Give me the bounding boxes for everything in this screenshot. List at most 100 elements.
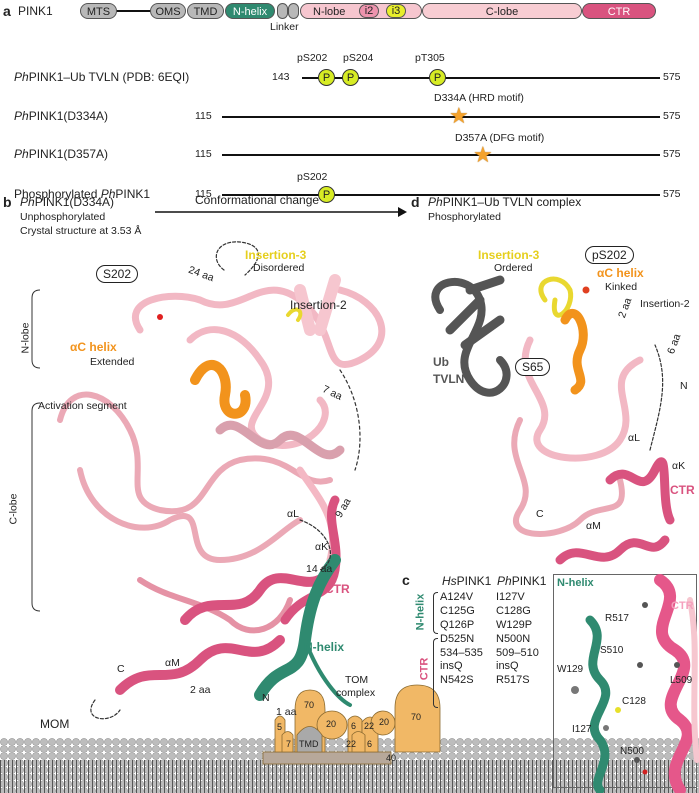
site-label: pS204	[343, 52, 374, 64]
n-lobe-label: N-lobe	[313, 6, 346, 18]
label-c-lobe: C-lobe	[7, 493, 20, 525]
kinase-structure-b	[57, 241, 386, 720]
label-n-terminus: N	[680, 380, 688, 392]
label-disordered: Disordered	[253, 262, 305, 274]
residue-label: S510	[600, 645, 624, 656]
label-n-lobe: N-lobe	[19, 322, 32, 354]
label-kinked: Kinked	[605, 281, 638, 293]
domain-tmd: TMD	[187, 3, 224, 19]
subtitle: Crystal structure at 3.53 Å	[20, 225, 142, 237]
row-label: PhPINK1–Ub TVLN (PDB: 6EQI)	[14, 70, 190, 84]
label-insertion-2: Insertion-2	[640, 298, 690, 310]
row-start: 115	[195, 110, 212, 122]
star-icon: ★	[473, 142, 493, 167]
residue-label: W129	[557, 664, 584, 675]
panel-title: PhPINK1(D334A)	[20, 195, 115, 209]
table-cell: 534–535 insQ	[440, 647, 483, 672]
row-end: 575	[663, 148, 681, 160]
bracket	[433, 592, 438, 634]
tom-subunit: 20	[326, 719, 337, 729]
linker-label: Linker	[270, 21, 299, 33]
label-ac-helix: αC helix	[597, 266, 644, 280]
label-tmd: TMD	[299, 739, 319, 749]
label-ctr: CTR	[325, 582, 350, 596]
subtitle: Unphosphorylated	[20, 211, 106, 223]
label-am: αM	[586, 520, 601, 532]
kinase-structure-d	[431, 275, 675, 565]
label-ordered: Ordered	[494, 262, 533, 274]
callout-s202: S202	[96, 265, 139, 283]
row-start: 143	[272, 71, 290, 83]
label-insertion-2: Insertion-2	[290, 298, 347, 312]
label-ac-helix: αC helix	[70, 340, 117, 354]
linker-bead	[288, 3, 299, 19]
label-n-terminus: N	[262, 692, 270, 704]
label-loop: 14 aa	[306, 563, 333, 575]
sequence-line	[222, 154, 660, 156]
panel-title: PhPINK1–Ub TVLN complex	[428, 195, 582, 209]
tom-complex	[262, 684, 441, 765]
table-cell: N542S	[440, 674, 474, 686]
tom-subunit: 20	[379, 717, 390, 727]
label-n-helix: N-helix	[304, 640, 345, 654]
residue-label: C128	[622, 696, 646, 707]
label-extended: Extended	[90, 356, 135, 368]
panel-letter: d	[411, 194, 420, 210]
panel-letter: c	[402, 572, 410, 588]
tom-subunit: 70	[411, 712, 422, 722]
sequence-line	[222, 194, 660, 196]
table-cell: W129P	[496, 619, 533, 631]
label-al: αL	[287, 508, 299, 520]
label-ak: αK	[315, 541, 329, 553]
label-loop: 1 aa	[276, 706, 297, 718]
sequence-line	[222, 116, 660, 118]
domain-oms: OMS	[150, 3, 186, 19]
phospho-marker: P	[429, 69, 446, 86]
inset-label-n-helix: N-helix	[557, 577, 594, 589]
domain-ctr: CTR	[582, 3, 656, 19]
group-label-ctr: CTR	[418, 657, 431, 681]
label-ctr: CTR	[670, 483, 695, 497]
row-end: 575	[663, 110, 681, 122]
table-row: 534–535 insQ 509–510 insQ	[440, 647, 548, 674]
row-end: 575	[663, 188, 681, 200]
subtitle: Phosphorylated	[428, 211, 501, 223]
row-start: 115	[195, 188, 212, 200]
table-cell: C128G	[496, 605, 531, 617]
arrow-label: Conformational change	[195, 193, 320, 207]
site-label: pS202	[297, 52, 328, 64]
phospho-marker: P	[318, 186, 335, 203]
tom-subunit: 7	[286, 739, 292, 749]
phospho-marker: P	[318, 69, 335, 86]
table-row: Q126P W129P	[440, 619, 548, 633]
callout-s65: S65	[515, 358, 551, 376]
tom-subunit: 6	[351, 721, 357, 731]
label-loop: 2 aa	[190, 684, 211, 696]
linker-bead	[277, 3, 288, 19]
table-cell: 509–510 insQ	[496, 647, 539, 672]
label-ak: αK	[672, 460, 686, 472]
label-tvln: TVLN	[433, 372, 465, 386]
site-label: pS202	[297, 171, 328, 183]
star-icon: ★	[449, 103, 469, 128]
residue-label: N500	[620, 746, 644, 757]
inset-structure	[571, 574, 699, 793]
tom-subunit: 22	[346, 739, 357, 749]
domain-mts: MTS	[80, 3, 117, 19]
row-label: Phosphorylated PhPINK1	[14, 187, 151, 201]
label-c-terminus: C	[117, 663, 125, 675]
row-label: PhPINK1(D357A)	[14, 147, 109, 161]
label-tom: TOM	[345, 674, 369, 686]
label-activation-segment: Activation segment	[38, 400, 127, 412]
label-c-terminus: C	[536, 508, 544, 520]
tom-subunit: 70	[304, 700, 315, 710]
table-cell: N500N	[496, 633, 531, 645]
label-insertion-3: Insertion-3	[478, 248, 540, 262]
table-cell: Q126P	[440, 619, 475, 631]
domain-connector	[115, 10, 155, 12]
label-insertion-3: Insertion-3	[245, 248, 307, 262]
